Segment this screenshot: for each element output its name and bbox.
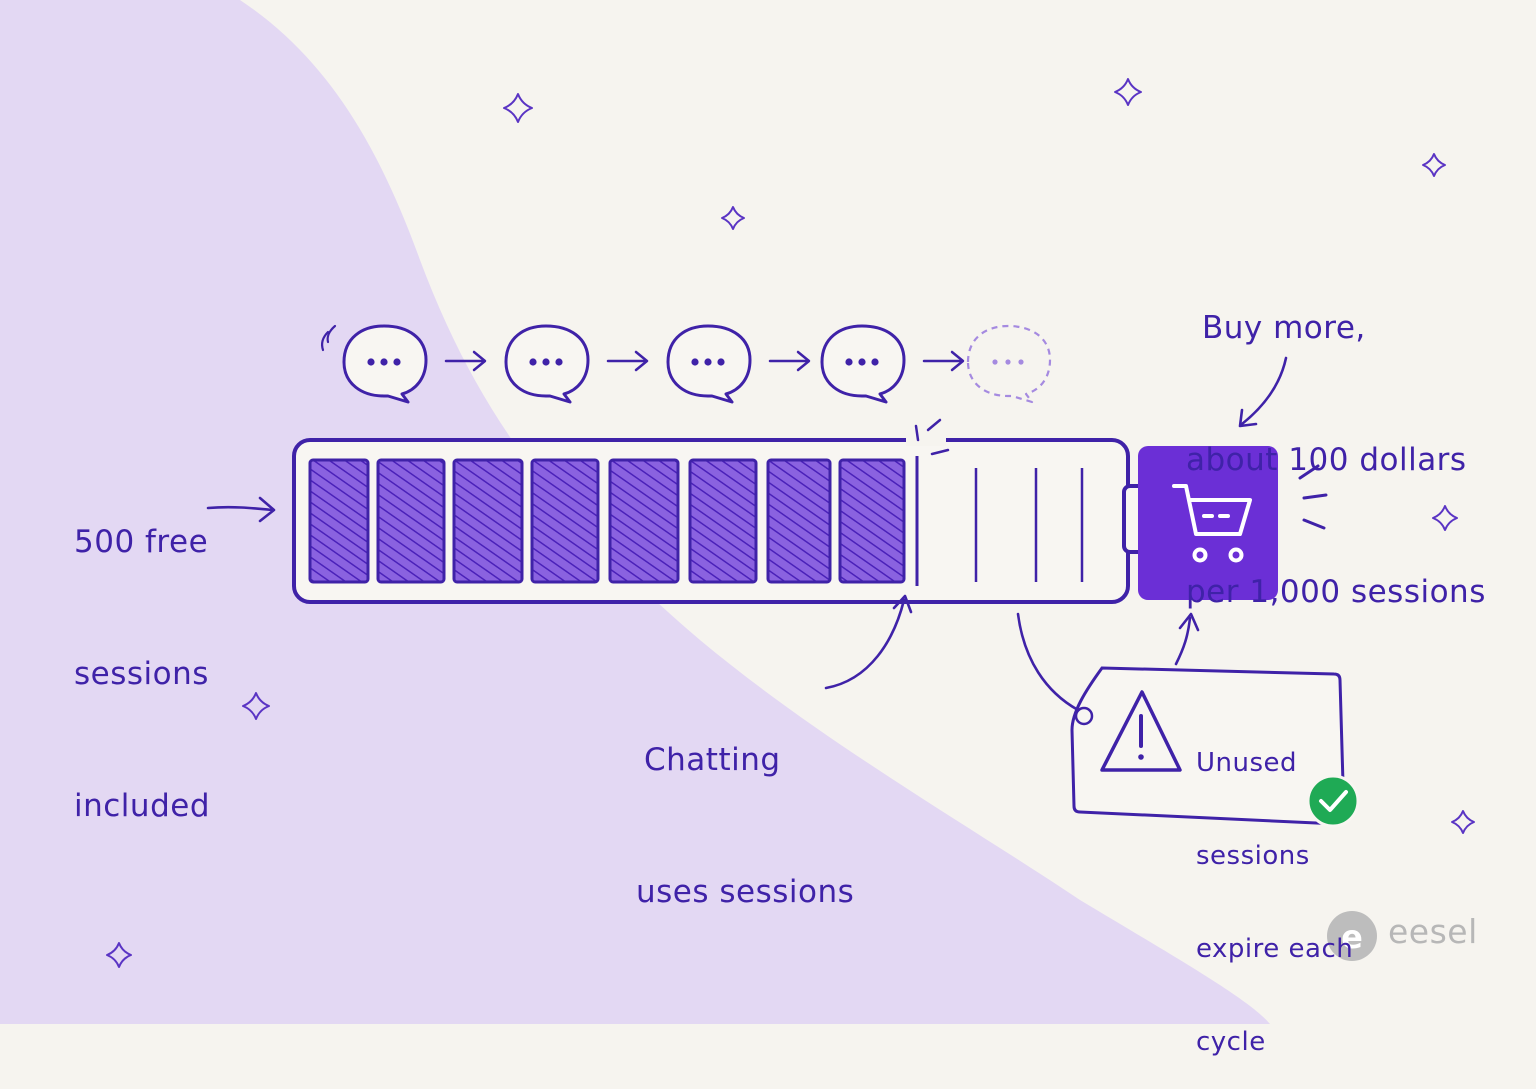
crack-marks [914, 418, 950, 456]
arrow-tag-to-cart [1174, 612, 1200, 666]
eesel-logo-icon: e [1327, 911, 1377, 961]
expire-tag [1070, 666, 1360, 828]
sparkle-icon [1114, 78, 1142, 106]
buy-more-line: Buy more, [1202, 310, 1366, 346]
arrow-right-icon [444, 350, 487, 372]
chat-bubble-icon [342, 324, 428, 404]
used-session-segment [688, 458, 758, 584]
sparkle-icon [1451, 810, 1475, 834]
arrow-right-icon [606, 350, 649, 372]
arrow-free-to-meter [206, 496, 276, 523]
unused-line: Unused [1196, 748, 1298, 778]
unused-line: cycle [1196, 1027, 1266, 1057]
free-sessions-line: included [74, 788, 210, 824]
eesel-logo-text: eesel [1388, 912, 1478, 951]
buy-more-cart-button[interactable] [1138, 446, 1278, 600]
arrow-right-icon [768, 350, 811, 372]
session-meter [292, 418, 1162, 604]
chatting-label: Chatting uses sessions [636, 650, 854, 958]
free-sessions-line: 500 free [74, 524, 209, 560]
unused-expire-label: Unused sessions expire each cycle [1196, 686, 1353, 1089]
used-session-segment [530, 458, 600, 584]
chatting-line: uses sessions [636, 874, 855, 910]
sparkle-icon [242, 692, 270, 720]
used-session-segment [608, 458, 680, 584]
free-sessions-label: 500 free sessions included [74, 432, 210, 872]
arrow-chat-to-meter [824, 594, 913, 690]
used-session-segment [376, 458, 446, 584]
used-session-segment [766, 458, 832, 584]
unused-line: expire each [1196, 934, 1354, 964]
motion-marks [320, 324, 337, 352]
buy-more-line: about 100 dollars [1186, 442, 1467, 478]
arrow-right-icon [922, 350, 965, 372]
chat-bubble-icon [966, 324, 1052, 404]
free-sessions-line: sessions [74, 656, 209, 692]
warning-icon [1100, 690, 1182, 772]
sparkle-icon [721, 206, 745, 230]
cart-icon [1172, 484, 1252, 563]
used-session-segment [308, 458, 370, 584]
sparkle-icon [503, 93, 533, 123]
cart-burst-marks [1298, 464, 1328, 530]
background-blob [0, 0, 1270, 1024]
chatting-line: Chatting [644, 742, 781, 778]
arrow-meter-to-tag [1016, 612, 1080, 712]
buy-more-line: per 1,000 sessions [1186, 574, 1486, 610]
unused-line: sessions [1196, 841, 1310, 871]
chat-bubble-icon [504, 324, 590, 404]
logo-letter: e [1341, 918, 1363, 956]
sparkle-icon [1422, 153, 1446, 177]
chat-bubble-icon [666, 324, 752, 404]
sparkle-icon [1432, 505, 1458, 531]
chat-bubble-icon [820, 324, 906, 404]
sparkle-icon [106, 942, 132, 968]
used-session-segment [838, 458, 906, 584]
arrow-buy-to-cart [1238, 356, 1288, 428]
check-icon [1306, 774, 1360, 828]
used-session-segment [452, 458, 524, 584]
buy-more-label: Buy more, about 100 dollars per 1,000 se… [1186, 218, 1486, 658]
